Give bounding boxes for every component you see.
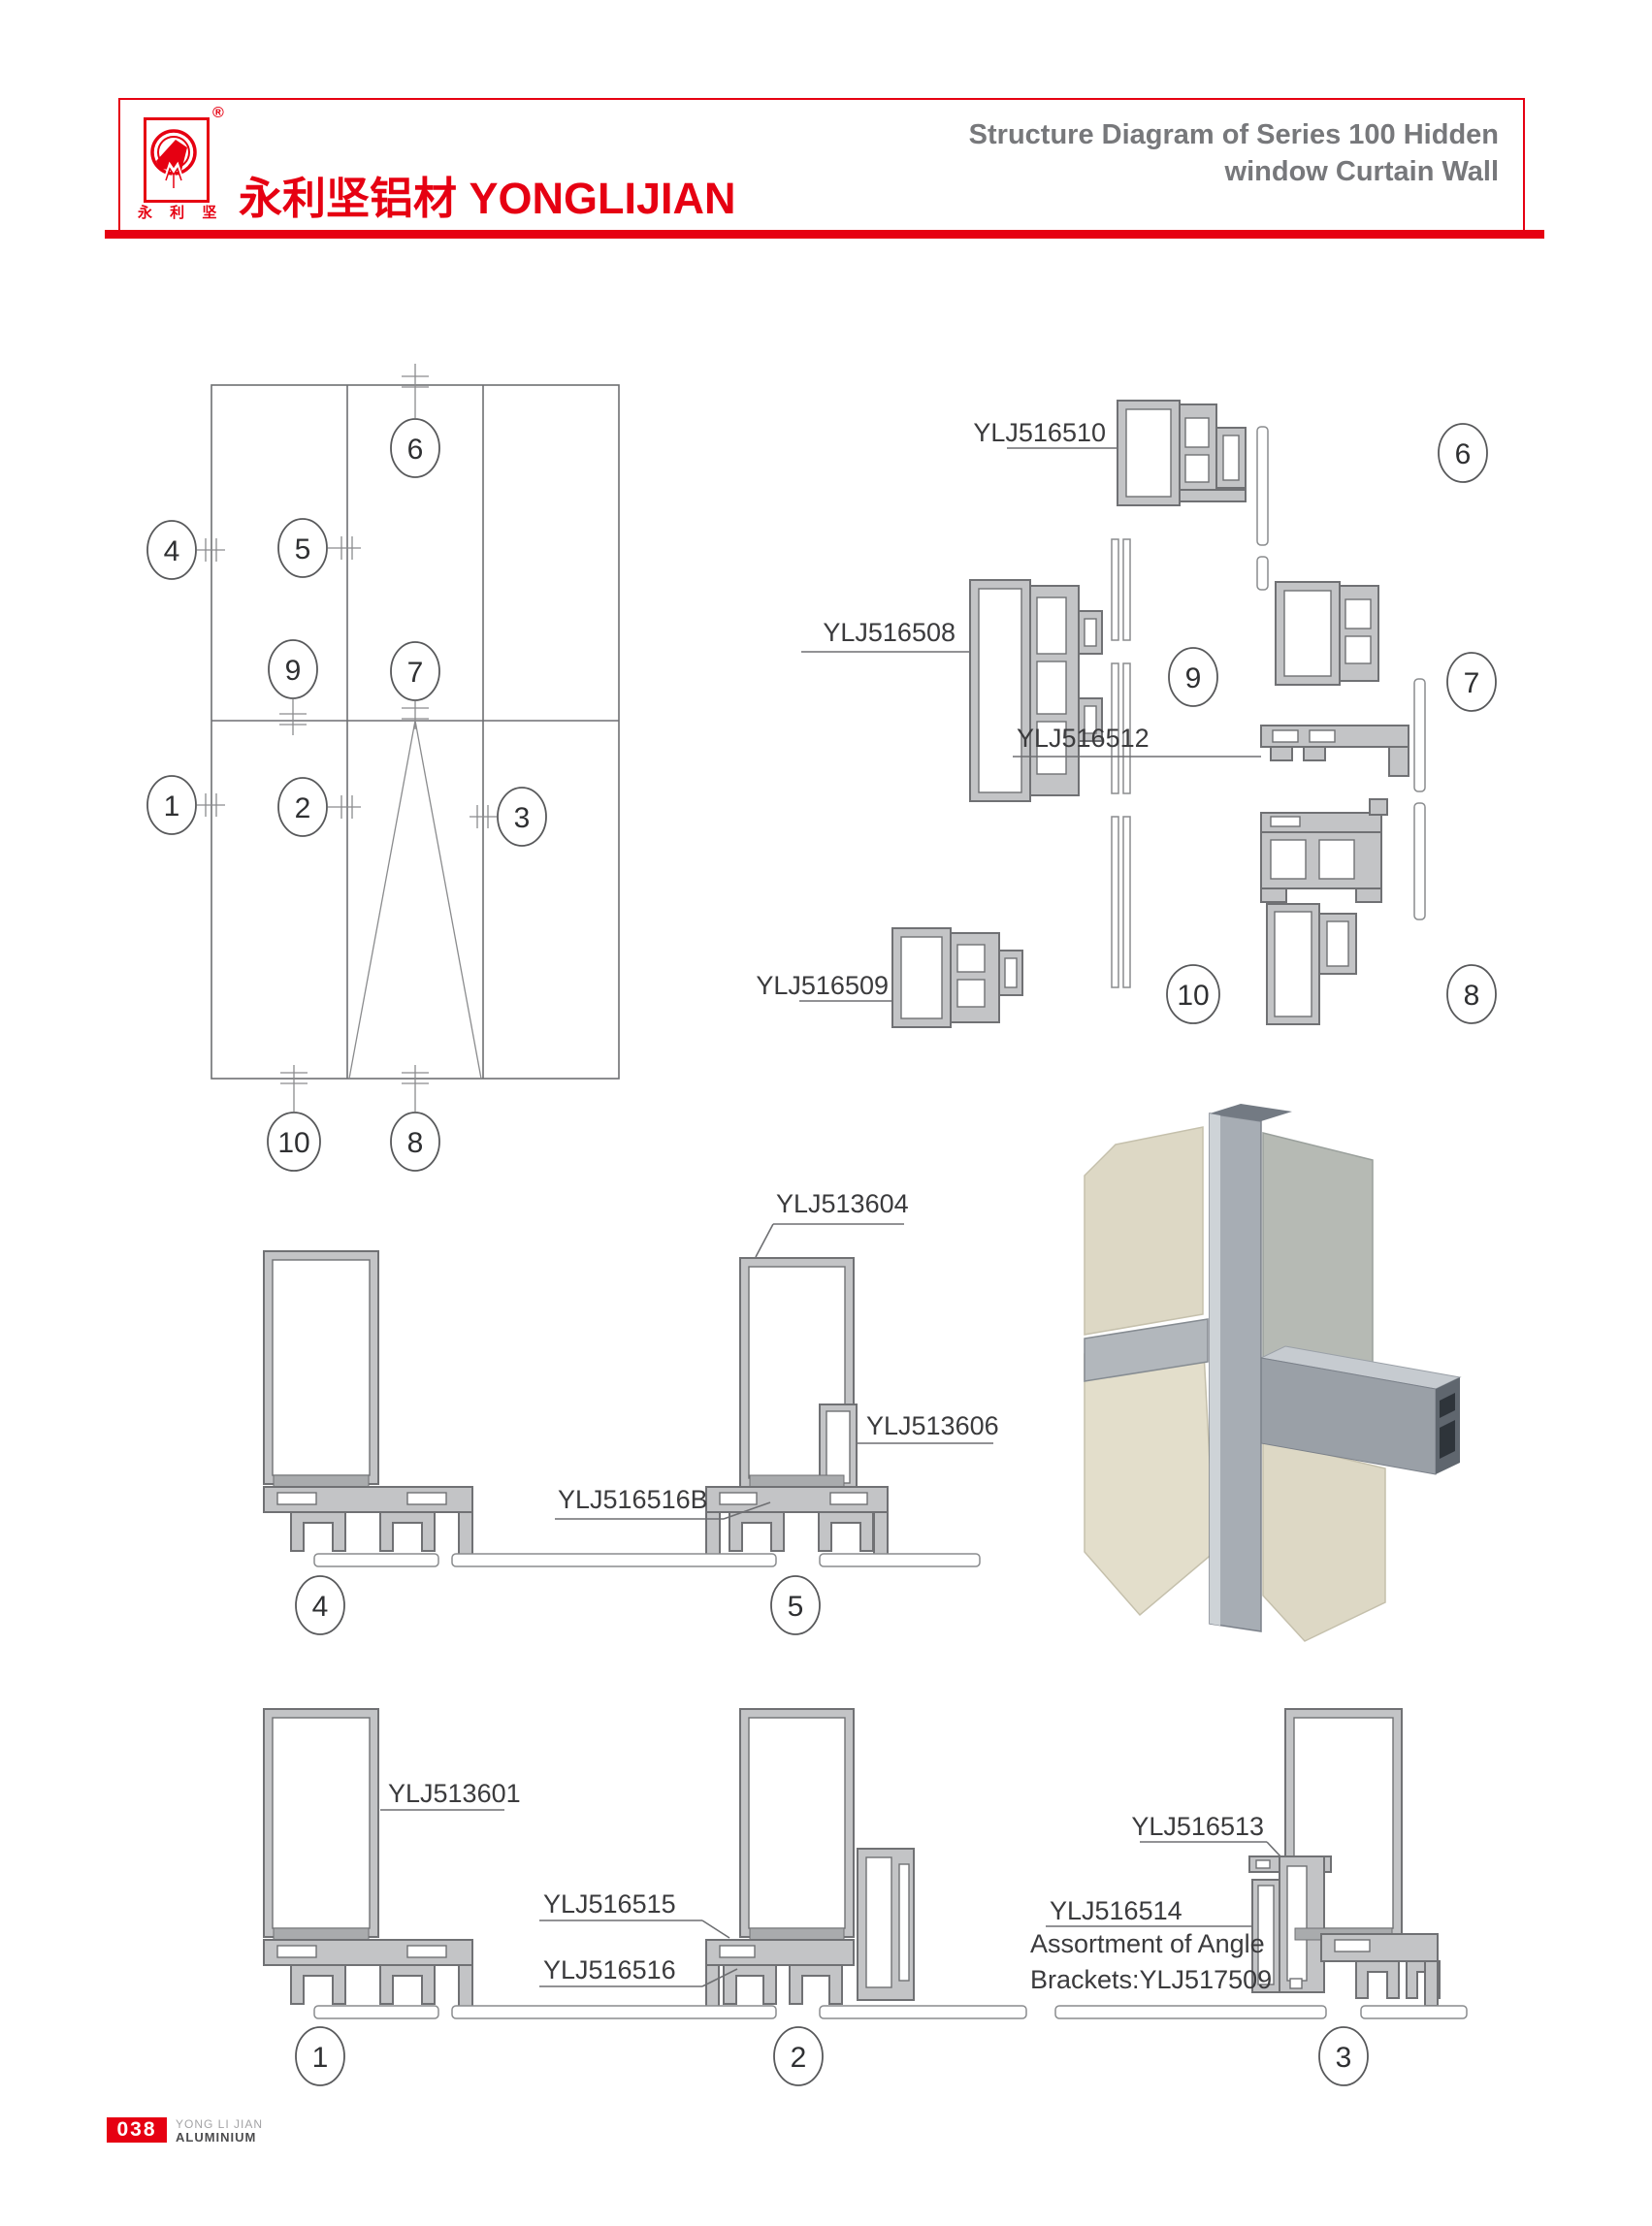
svg-text:2: 2 — [295, 792, 311, 824]
svg-text:8: 8 — [1464, 980, 1480, 1012]
glass-edge-pair — [1111, 538, 1131, 988]
detail-callout-2: 2 — [773, 2026, 824, 2086]
part-label: YLJ513604 — [776, 1189, 909, 1218]
detail-callout-5: 5 — [770, 1575, 821, 1635]
detail-9-ylj516508: YLJ516508 9 — [801, 538, 1218, 988]
page-title: Structure Diagram of Series 100 Hidden w… — [969, 116, 1499, 190]
section-5: YLJ513604 YLJ513606 YLJ516516B — [555, 1189, 999, 1635]
svg-text:5: 5 — [788, 1591, 804, 1623]
detail-callout-6: 6 — [1438, 423, 1488, 483]
elevation-diagram: 1 2 3 4 5 — [146, 364, 620, 1172]
detail-callout-1: 1 — [295, 2026, 345, 2086]
elevation-callout-2: 2 — [277, 777, 361, 837]
elevation-callout-10: 10 — [267, 1065, 321, 1172]
svg-text:6: 6 — [1455, 438, 1472, 470]
detail-10-ylj516509: YLJ516509 10 — [756, 927, 1220, 1028]
elevation-callout-9: 9 — [268, 639, 318, 735]
svg-text:1: 1 — [164, 790, 180, 823]
part-label: YLJ516508 — [823, 618, 956, 647]
section-1: YLJ513601 1 — [263, 1708, 521, 2086]
elevation-callout-4: 4 — [146, 520, 225, 580]
part-note-line2: Brackets:YLJ517509 — [1030, 1965, 1272, 1994]
header-frame-top — [118, 98, 1525, 100]
section-2: YLJ516515 YLJ516516 2 — [539, 1708, 915, 2086]
glass-panel-lines-bottom — [313, 2005, 1468, 2019]
section-3: YLJ516513 YLJ516514 Assortment of Angle — [1030, 1708, 1441, 2086]
section-row-middle: 4 YLJ513604 YLJ513606 — [263, 1189, 999, 1635]
detail-callout-8: 8 — [1446, 964, 1497, 1024]
svg-text:2: 2 — [791, 2042, 807, 2074]
part-label: YLJ516512 — [1017, 724, 1150, 753]
part-label: YLJ516515 — [543, 1889, 676, 1919]
svg-text:7: 7 — [407, 657, 424, 689]
detail-callout-3: 3 — [1318, 2026, 1369, 2086]
part-label: YLJ516516 — [543, 1955, 676, 1984]
part-label: YLJ516513 — [1131, 1812, 1264, 1841]
detail-8: 8 — [1260, 798, 1497, 1025]
part-label: YLJ516509 — [756, 971, 889, 1000]
detail-callout-4: 4 — [295, 1575, 345, 1635]
page-title-line1: Structure Diagram of Series 100 Hidden — [968, 119, 1499, 150]
footer-brand-line1: YONG LI JIAN — [176, 2117, 264, 2131]
svg-text:10: 10 — [277, 1127, 309, 1159]
svg-text:4: 4 — [164, 535, 180, 567]
glass-panel-lines-middle — [313, 1553, 981, 1567]
part-note-line1: Assortment of Angle — [1030, 1929, 1265, 1958]
section-details-right: YLJ516510 6 YLJ516508 — [756, 400, 1497, 1028]
detail-7-ylj516512: YLJ516512 7 — [1013, 581, 1497, 920]
svg-text:10: 10 — [1177, 980, 1209, 1012]
header-frame-left — [118, 98, 120, 230]
opening-window-symbol — [348, 720, 482, 1080]
detail-callout-10: 10 — [1166, 964, 1220, 1024]
detail-callout-9: 9 — [1168, 647, 1218, 707]
logo-emblem-icon — [150, 129, 197, 188]
render-3d-curtain-wall — [1084, 1104, 1462, 1642]
page-title-line2: window Curtain Wall — [1224, 156, 1499, 187]
svg-text:3: 3 — [1336, 2042, 1352, 2074]
elevation-callout-5: 5 — [277, 518, 361, 578]
brand-name: 永利坚铝材 YONGLIJIAN — [239, 174, 736, 223]
section-row-bottom: YLJ513601 1 — [263, 1708, 1468, 2086]
part-label: YLJ516514 — [1050, 1896, 1182, 1925]
part-label: YLJ513606 — [866, 1411, 999, 1440]
part-label: YLJ513601 — [388, 1779, 521, 1808]
svg-text:4: 4 — [312, 1591, 329, 1623]
footer-brand-line2: ALUMINIUM — [176, 2130, 257, 2145]
header-frame-bottom-bar — [105, 230, 1544, 239]
part-label: YLJ516516B — [558, 1485, 708, 1514]
section-4: 4 — [263, 1250, 473, 1635]
svg-text:5: 5 — [295, 533, 311, 565]
detail-6-ylj516510: YLJ516510 6 — [973, 400, 1488, 591]
svg-text:3: 3 — [514, 802, 531, 834]
header-frame-right — [1523, 98, 1525, 230]
svg-text:6: 6 — [407, 434, 424, 466]
registered-trademark: ® — [212, 105, 224, 121]
svg-text:9: 9 — [285, 655, 302, 687]
elevation-callout-8: 8 — [390, 1065, 440, 1172]
elevation-callout-7: 7 — [390, 641, 440, 729]
detail-callout-7: 7 — [1446, 652, 1497, 712]
svg-text:8: 8 — [407, 1127, 424, 1159]
svg-text:7: 7 — [1464, 667, 1480, 699]
logo-caption: 永 利 坚 — [138, 205, 224, 221]
elevation-callout-1: 1 — [146, 775, 225, 835]
company-logo — [144, 117, 210, 203]
part-label: YLJ516510 — [973, 418, 1106, 447]
svg-text:1: 1 — [312, 2042, 329, 2074]
elevation-callout-3: 3 — [470, 787, 547, 847]
glass-edge — [1256, 426, 1269, 546]
page-number-badge: 038 — [107, 2117, 167, 2143]
svg-text:9: 9 — [1185, 662, 1202, 694]
elevation-callout-6: 6 — [390, 364, 440, 478]
